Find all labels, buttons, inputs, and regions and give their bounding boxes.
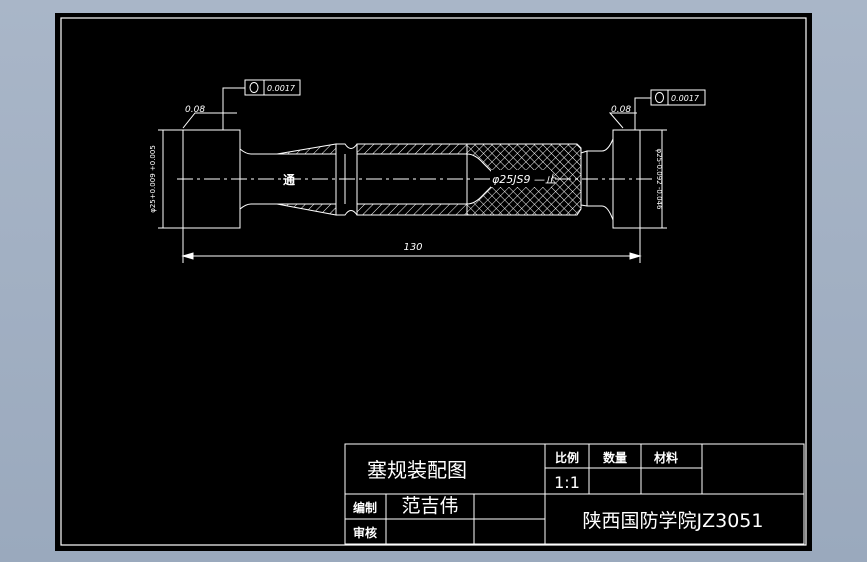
tolerance-left: 0.08: [185, 105, 205, 115]
drawn-by-name: 范吉伟: [401, 495, 458, 517]
hatch-top-left: [276, 143, 337, 155]
fcf-right: [650, 89, 706, 106]
hatch-handle-bottom: [356, 203, 468, 216]
gauge-part: [158, 79, 706, 263]
nogo-label: φ25JS9 —止: [492, 173, 557, 186]
roundness-right: 0.0017: [671, 94, 700, 103]
qty-header: 数量: [603, 450, 627, 465]
leader-right: [608, 112, 637, 129]
handle-body: [336, 143, 468, 216]
cad-drawing: 0.08 0.08 0.0017 0.0017 φ25+0.009 +0.005…: [60, 17, 807, 546]
roundness-icon: [249, 82, 259, 93]
fcf-left: [244, 79, 301, 96]
drawing-frame: [60, 17, 807, 546]
roundness-left: 0.0017: [267, 84, 296, 93]
checked-label: 审核: [353, 525, 377, 540]
drawing-sheet: 0.08 0.08 0.0017 0.0017 φ25+0.009 +0.005…: [55, 13, 812, 551]
tolerance-right: 0.08: [611, 105, 631, 115]
drawn-by-label: 编制: [352, 500, 377, 515]
material-header: 材料: [653, 450, 678, 465]
hatch-handle-top: [356, 143, 468, 155]
diameter-left: φ25+0.009 +0.005: [149, 145, 157, 213]
scale-header: 比例: [555, 450, 579, 465]
leader-roundness-right: [634, 97, 651, 130]
roundness-icon: [655, 92, 664, 103]
title-block: [344, 443, 805, 545]
go-head: [182, 129, 241, 229]
nogo-head: [612, 129, 641, 229]
scale-value: 1:1: [554, 473, 580, 492]
length-label: 130: [403, 242, 422, 253]
diameter-right: φ25-0.092 -0.046: [655, 149, 663, 210]
length-arrows: [181, 252, 642, 260]
label-mask: [491, 170, 551, 187]
institution: 陕西国防学院JZ3051: [583, 510, 764, 532]
hatch-bottom-left: [276, 203, 337, 216]
leader-roundness-left: [222, 87, 245, 130]
go-label: 通: [283, 172, 295, 187]
leader-left: [182, 112, 237, 129]
title: 塞规装配图: [367, 458, 467, 482]
